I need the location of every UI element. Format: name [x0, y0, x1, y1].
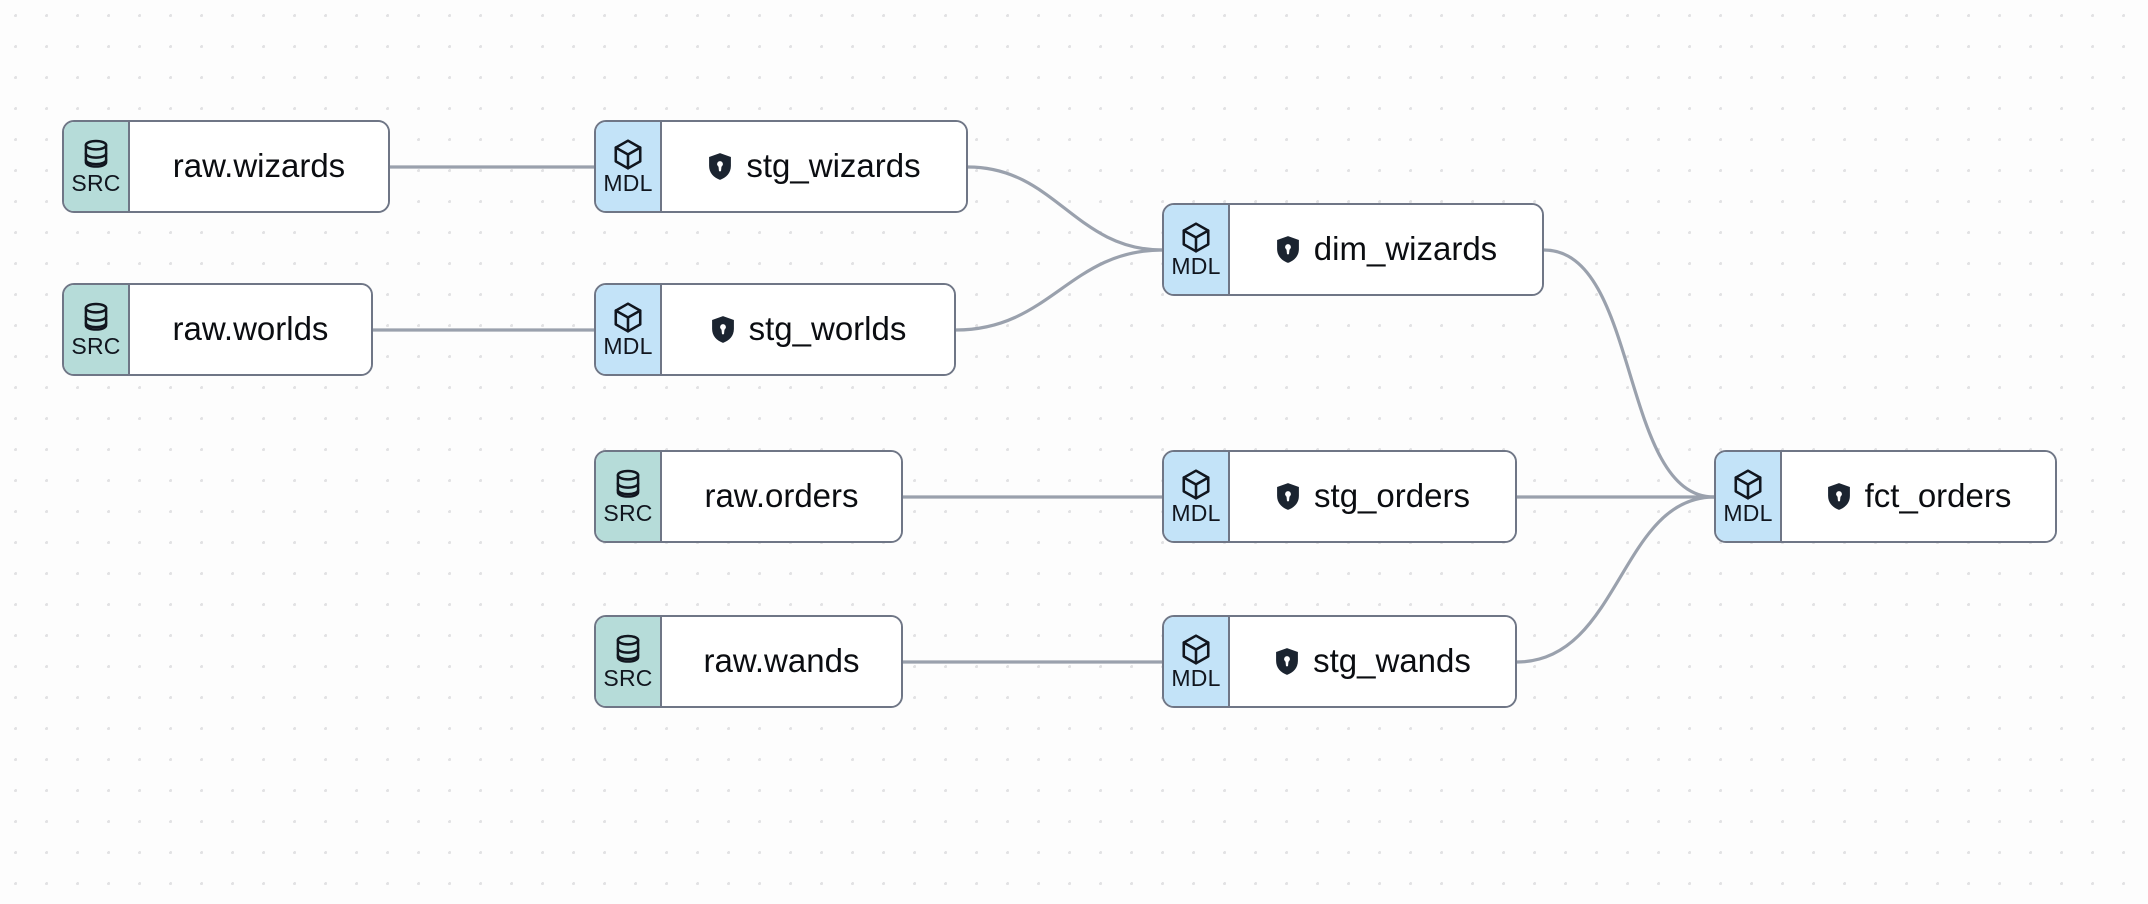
- node-type-label: MDL: [1171, 665, 1221, 691]
- cube-icon: [1732, 468, 1764, 501]
- shield-lock-icon: [707, 152, 733, 181]
- node-type-badge-mdl: MDL: [1164, 205, 1230, 294]
- node-type-badge-src: SRC: [596, 617, 662, 706]
- node-body: raw.wands: [662, 617, 901, 706]
- node-label: stg_wands: [1313, 642, 1471, 680]
- node-label: dim_wizards: [1313, 230, 1498, 268]
- node-body: raw.worlds: [130, 285, 371, 374]
- cube-icon: [1180, 633, 1212, 666]
- node-body: stg_wands: [1230, 617, 1515, 706]
- edge-dim_wizards-to-fct_orders[interactable]: [1542, 248, 1716, 499]
- node-dim_wizards[interactable]: MDL dim_wizards: [1162, 203, 1544, 296]
- node-raw_wizards[interactable]: SRC raw.wizards: [62, 120, 390, 213]
- node-body: raw.wizards: [130, 122, 388, 211]
- node-label: fct_orders: [1864, 477, 2012, 515]
- database-icon: [81, 302, 111, 334]
- cube-icon: [1180, 221, 1212, 254]
- node-raw_wands[interactable]: SRC raw.wands: [594, 615, 903, 708]
- shield-lock-icon: [1826, 482, 1852, 511]
- node-type-label: MDL: [1723, 500, 1773, 526]
- node-type-label: MDL: [1171, 253, 1221, 279]
- node-stg_orders[interactable]: MDL stg_orders: [1162, 450, 1517, 543]
- node-raw_orders[interactable]: SRC raw.orders: [594, 450, 903, 543]
- node-stg_wizards[interactable]: MDL stg_wizards: [594, 120, 968, 213]
- database-icon: [81, 139, 111, 171]
- node-type-label: SRC: [603, 664, 653, 691]
- cube-icon: [612, 301, 644, 334]
- node-body: dim_wizards: [1230, 205, 1542, 294]
- node-label: stg_worlds: [748, 310, 907, 348]
- shield-lock-icon: [1275, 235, 1301, 264]
- node-body: fct_orders: [1782, 452, 2055, 541]
- node-type-label: MDL: [603, 170, 653, 196]
- edge-stg_worlds-to-dim_wizards[interactable]: [954, 248, 1164, 332]
- node-type-badge-src: SRC: [596, 452, 662, 541]
- node-body: raw.orders: [662, 452, 901, 541]
- node-type-badge-mdl: MDL: [1716, 452, 1782, 541]
- node-label: raw.orders: [704, 477, 859, 515]
- shield-lock-icon: [1274, 647, 1300, 676]
- node-type-label: MDL: [1171, 500, 1221, 526]
- node-body: stg_orders: [1230, 452, 1515, 541]
- node-type-label: SRC: [71, 169, 121, 196]
- node-type-badge-mdl: MDL: [596, 285, 662, 374]
- node-label: stg_wizards: [746, 147, 921, 185]
- node-label: raw.worlds: [172, 310, 329, 348]
- database-icon: [613, 469, 643, 501]
- node-stg_worlds[interactable]: MDL stg_worlds: [594, 283, 956, 376]
- node-type-badge-mdl: MDL: [1164, 617, 1230, 706]
- node-stg_wands[interactable]: MDL stg_wands: [1162, 615, 1517, 708]
- node-type-label: SRC: [71, 332, 121, 359]
- node-fct_orders[interactable]: MDL fct_orders: [1714, 450, 2057, 543]
- node-type-badge-mdl: MDL: [1164, 452, 1230, 541]
- cube-icon: [1180, 468, 1212, 501]
- edge-stg_wands-to-fct_orders[interactable]: [1515, 495, 1716, 664]
- database-icon: [613, 634, 643, 666]
- node-type-label: MDL: [603, 333, 653, 359]
- node-type-badge-mdl: MDL: [596, 122, 662, 211]
- node-type-badge-src: SRC: [64, 122, 130, 211]
- node-label: stg_orders: [1314, 477, 1470, 515]
- edge-stg_wizards-to-dim_wizards[interactable]: [966, 165, 1164, 252]
- node-type-label: SRC: [603, 499, 653, 526]
- node-label: raw.wands: [703, 642, 860, 680]
- shield-lock-icon: [710, 315, 736, 344]
- node-type-badge-src: SRC: [64, 285, 130, 374]
- cube-icon: [612, 138, 644, 171]
- node-raw_worlds[interactable]: SRC raw.worlds: [62, 283, 373, 376]
- node-body: stg_worlds: [662, 285, 954, 374]
- node-label: raw.wizards: [172, 147, 346, 185]
- shield-lock-icon: [1275, 482, 1301, 511]
- node-body: stg_wizards: [662, 122, 966, 211]
